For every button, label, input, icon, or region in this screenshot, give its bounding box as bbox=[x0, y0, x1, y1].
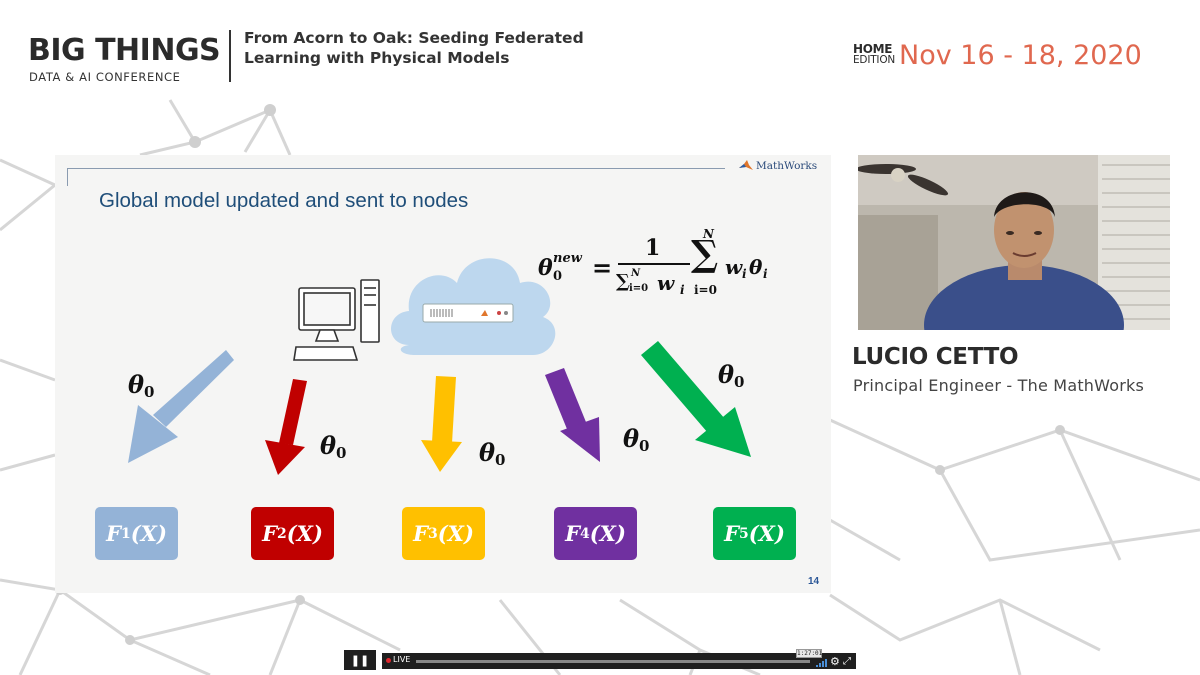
slide-title: Global model updated and sent to nodes bbox=[99, 189, 469, 212]
pause-icon: ❚❚ bbox=[350, 653, 370, 667]
video-control-bar: LIVE bbox=[382, 653, 856, 669]
formula-term-w: w bbox=[725, 255, 743, 279]
webcam-frame bbox=[858, 155, 1170, 330]
speaker-name: LUCIO CETTO bbox=[852, 344, 1019, 370]
talk-title: From Acorn to Oak: Seeding Federated Lea… bbox=[244, 29, 584, 67]
formula-term-w-sub: i bbox=[742, 267, 747, 281]
arrow-to-node-1 bbox=[128, 350, 234, 463]
federated-diagram bbox=[128, 258, 751, 475]
arrow-to-node-4 bbox=[545, 368, 600, 462]
formula-sum-lower: i=0 bbox=[694, 283, 717, 297]
speaker-role: Principal Engineer - The MathWorks bbox=[853, 376, 1144, 395]
mathworks-logo: MathWorks bbox=[739, 160, 817, 172]
cloud-server-icon bbox=[391, 258, 556, 355]
conference-logo: BIG THINGS bbox=[28, 33, 221, 68]
formula-denominator-term: w bbox=[657, 271, 675, 295]
speaker-webcam-video bbox=[858, 155, 1170, 330]
progress-bar[interactable] bbox=[416, 660, 810, 663]
edition-line-1: HOME bbox=[853, 42, 893, 56]
fullscreen-icon[interactable]: ⤢ bbox=[843, 656, 851, 667]
computer-icon bbox=[293, 279, 380, 361]
arrow-to-node-3 bbox=[421, 376, 462, 472]
formula-lhs-sub: 0 bbox=[553, 269, 563, 284]
formula-equals: = bbox=[592, 253, 613, 282]
slide-frame-line bbox=[67, 168, 725, 169]
edition-line-2: EDITION bbox=[853, 54, 896, 66]
mathworks-logo-text: MathWorks bbox=[756, 160, 818, 172]
theta-label-3: θ0 bbox=[479, 438, 506, 469]
home-edition-badge: HOME EDITION bbox=[853, 42, 897, 66]
formula-lhs: θ bbox=[538, 255, 553, 281]
theta-label-4: θ0 bbox=[623, 424, 650, 455]
theta-label-1: θ0 bbox=[128, 370, 155, 401]
formula-term-theta-sub: i bbox=[763, 267, 768, 281]
formula-denominator-sub: i=0 bbox=[629, 283, 649, 294]
live-indicator-icon bbox=[386, 658, 391, 663]
formula-fraction-bar bbox=[618, 263, 690, 265]
presentation-slide: MathWorks Global model updated and sent … bbox=[55, 155, 831, 593]
formula-term-theta: θ bbox=[749, 255, 763, 279]
formula-numerator: 1 bbox=[645, 235, 661, 261]
formula-denominator-sup: N bbox=[631, 268, 641, 279]
slide-page-number: 14 bbox=[808, 576, 820, 587]
formula-sum-symbol: ∑ bbox=[691, 233, 719, 275]
formula-denominator-term-sub: i bbox=[680, 283, 685, 297]
header-divider bbox=[229, 30, 231, 82]
time-tooltip: 1:27:01 bbox=[796, 649, 823, 658]
quality-bars-icon[interactable] bbox=[816, 659, 828, 667]
progress-fill bbox=[416, 660, 810, 663]
formula-sum-upper: N bbox=[703, 227, 714, 241]
theta-label-2: θ0 bbox=[320, 431, 347, 462]
live-label: LIVE bbox=[393, 655, 411, 664]
membrane-icon bbox=[739, 160, 753, 170]
arrow-to-node-2 bbox=[265, 379, 307, 475]
slide-frame-line bbox=[67, 168, 68, 186]
conference-logo-subtitle: DATA & AI CONFERENCE bbox=[29, 70, 181, 84]
formula-lhs-sup: new bbox=[553, 251, 582, 266]
arrow-to-node-5 bbox=[641, 341, 751, 457]
formula-denominator-sum: ∑ bbox=[616, 271, 630, 292]
theta-label-5: θ0 bbox=[718, 360, 745, 391]
pause-button[interactable]: ❚❚ bbox=[344, 650, 376, 670]
settings-gear-icon[interactable]: ⚙ bbox=[830, 655, 840, 668]
event-date: Nov 16 - 18, 2020 bbox=[899, 40, 1142, 71]
